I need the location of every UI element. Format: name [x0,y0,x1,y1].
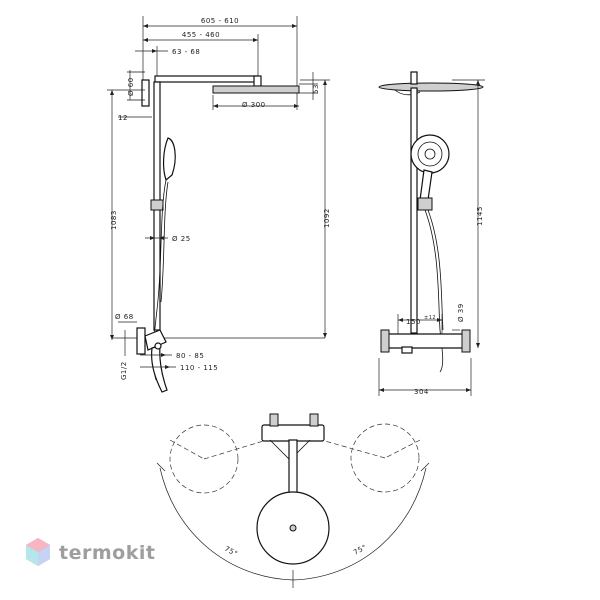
dim-front-height: 1145 [476,206,484,226]
front-hand-shower-handle [419,169,433,201]
front-mixer-spout [401,346,413,354]
dim-swivel-angle-left: 75° [223,545,239,559]
dim-overall-height-left: 1083 [110,210,118,230]
front-rail-slider [417,197,433,211]
front-overhead-head [378,82,484,92]
mixer-wall-rosette [136,327,146,355]
dim-mixer-body-diameter: Ø 39 [457,303,465,322]
top-view: 75° 75° [156,413,430,588]
front-thermostat-body [384,333,466,349]
dim-mixer-rosette-diameter: Ø 68 [115,313,134,321]
overhead-shower-head [212,85,300,94]
top-mixer-right-connector [309,413,319,427]
dim-wall-offset: 63 - 68 [172,48,200,56]
side-view: 605 - 610 455 - 460 63 - 68 53 Ø 300 Ø 6… [107,16,331,393]
front-thermostat-left-handle [380,329,390,353]
dim-centers: 150 [406,318,421,326]
dim-head-height: 53 [312,84,320,94]
dim-mixer-depth: 80 - 85 [176,352,204,360]
dim-connection-thread: G1/2 [120,361,128,380]
dim-rail-diameter: Ø 25 [172,235,191,243]
dim-overall-height-right: 1092 [323,208,331,228]
dim-centers-tolerance: ±12 [424,315,436,321]
front-hand-shower-face [410,134,450,174]
dim-swivel-angle-right: 75° [352,543,368,557]
arm-joint [253,75,262,87]
dim-arm-length: 455 - 460 [182,31,220,39]
dim-head-diameter: Ø 300 [242,101,266,109]
front-view: 1145 150 ±12 Ø 39 304 [378,71,485,396]
wall-plate-upper [141,79,150,107]
dim-mixer-width: 304 [414,388,429,396]
dim-wall-holder-gap: 12 [118,114,128,122]
front-riser-rail [410,87,418,334]
swing-position-left [169,424,239,494]
dim-total-arm-width: 605 - 610 [201,17,239,25]
top-mixer-left-connector [269,413,279,427]
dim-mixer-projection: 110 - 115 [180,364,218,372]
front-arm-mount [410,71,418,85]
logo-text: termokit [59,542,155,564]
swing-position-right [350,423,420,493]
mixer-spout [151,345,168,393]
mixer-knob [154,342,162,350]
rail-slider [150,199,164,211]
dim-wall-holder-diameter: Ø 60 [127,77,135,96]
mixer-body [144,329,167,351]
hand-shower [162,137,176,182]
front-thermostat-right-handle [461,329,471,353]
brand-logo: termokit [26,538,155,566]
shower-arm [154,75,258,83]
top-mixer-body [261,424,325,442]
